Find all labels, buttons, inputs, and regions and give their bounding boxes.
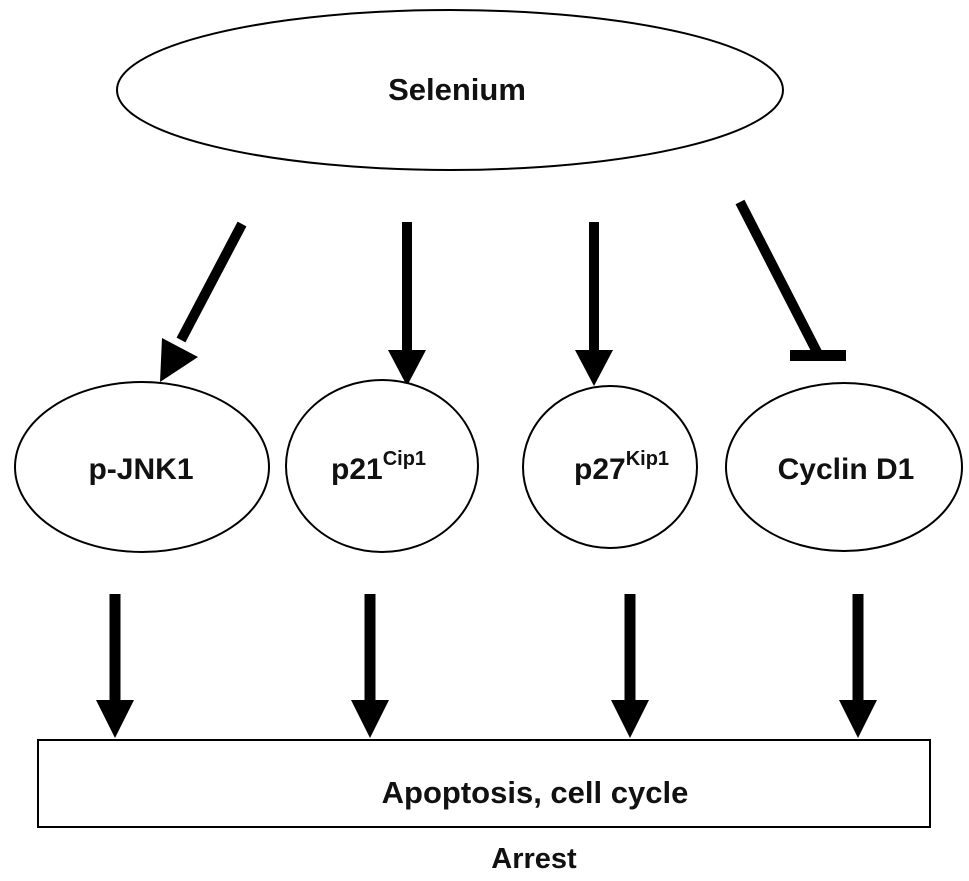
target-node-pjnk1: p-JNK1 bbox=[14, 381, 270, 553]
p27-superscript: Kip1 bbox=[626, 448, 669, 470]
selenium-label: Selenium bbox=[388, 72, 526, 107]
edge-cyclin-d1-to-outcome bbox=[839, 594, 877, 738]
outcome-below-label: Arrest bbox=[491, 843, 577, 875]
p21-main: p21 bbox=[331, 453, 383, 486]
outcome-box-label: Apoptosis, cell cycle bbox=[382, 775, 689, 810]
target-node-p21: p21Cip1 bbox=[285, 379, 479, 553]
arrowhead-icon bbox=[388, 350, 426, 386]
selenium-node: Selenium bbox=[116, 9, 784, 171]
edge-selenium-to-pjnk1 bbox=[160, 221, 247, 382]
arrowhead-icon bbox=[839, 700, 877, 738]
inhibition-bar-icon bbox=[790, 350, 846, 361]
edge-pjnk1-to-outcome bbox=[96, 594, 134, 738]
cyclin-d1-label: Cyclin D1 bbox=[778, 453, 915, 486]
outcome-node: Apoptosis, cell cycle bbox=[37, 739, 931, 828]
arrowhead-icon bbox=[575, 350, 613, 386]
edge-p21-to-outcome bbox=[351, 594, 389, 738]
edge-selenium-to-p21 bbox=[388, 222, 426, 386]
p21-superscript: Cip1 bbox=[383, 448, 426, 470]
outcome-box bbox=[37, 739, 931, 828]
arrowhead-icon bbox=[351, 700, 389, 738]
edge-p27-to-outcome bbox=[611, 594, 649, 738]
pjnk1-label: p-JNK1 bbox=[88, 453, 193, 486]
target-node-cyclin-d1: Cyclin D1 bbox=[725, 382, 963, 552]
selenium-ellipse bbox=[116, 9, 784, 171]
p21-label: p21Cip1 bbox=[331, 448, 426, 486]
p27-label: p27Kip1 bbox=[574, 448, 669, 486]
target-node-p27: p27Kip1 bbox=[522, 385, 698, 549]
arrowhead-icon bbox=[160, 338, 198, 382]
arrowhead-icon bbox=[611, 700, 649, 738]
p27-main: p27 bbox=[574, 453, 626, 486]
edge-selenium-inhibits-cyclin-d1 bbox=[735, 199, 846, 361]
arrowhead-icon bbox=[96, 700, 134, 738]
edge-selenium-to-p27 bbox=[575, 222, 613, 386]
